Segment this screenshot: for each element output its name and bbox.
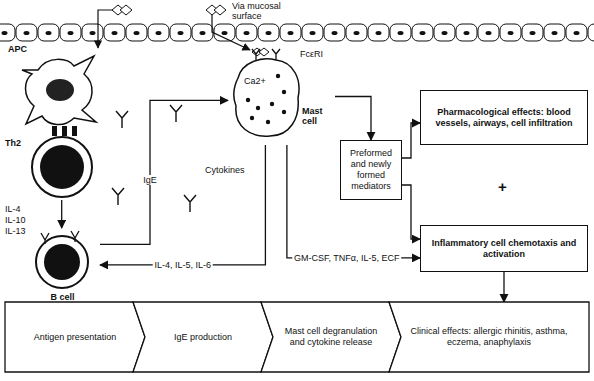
th2-cell: Th2 xyxy=(5,132,95,200)
process-box: Pharmacological effects: blood vessels, … xyxy=(420,90,588,145)
box-label: Inflammatory cell chemotaxis and activat… xyxy=(425,238,583,260)
edge-label: IL-4, IL-5, IL-6 xyxy=(152,260,213,270)
process-box: Inflammatory cell chemotaxis and activat… xyxy=(420,225,588,272)
stage-chevron: Antigen presentation xyxy=(5,302,145,372)
plus-sign: + xyxy=(498,178,507,195)
text-wrapper: Clinical effects: allergic rhinitis, ast… xyxy=(389,324,589,350)
cell-label: APC xyxy=(8,44,27,54)
connector-arrow xyxy=(402,123,420,158)
antigen-presenting-cell-drawing xyxy=(8,44,100,130)
cytokine-label: IL-10 xyxy=(5,215,26,225)
cytokine-label: IL-4 xyxy=(5,204,21,214)
b-cell: B cell xyxy=(25,228,100,310)
connector-arrow xyxy=(402,185,420,239)
text-wrapper: Inflammatory cell chemotaxis and activat… xyxy=(421,236,587,262)
epithelium xyxy=(0,24,594,41)
stage-label: Antigen presentation xyxy=(34,332,117,343)
box-label: Pharmacological effects: blood vessels, … xyxy=(425,107,583,129)
mast-cell-drawing xyxy=(228,48,335,145)
text-wrapper: Preformed and newly formed mediators xyxy=(341,146,401,194)
stage-label: Clinical effects: allergic rhinitis, ast… xyxy=(407,326,571,348)
connector-arrow xyxy=(335,97,371,141)
cell-label: Mast cell xyxy=(302,106,334,126)
text-wrapper: IgE production xyxy=(156,330,250,345)
cell-label: Th2 xyxy=(5,138,21,148)
process-box: Preformed and newly formed mediators xyxy=(340,140,402,200)
connector-arrow xyxy=(61,200,62,228)
cytokine-label: IL-13 xyxy=(5,226,26,236)
chevron-shape xyxy=(389,302,589,372)
connector-arrow xyxy=(100,145,265,265)
cytokine-label: Cytokines xyxy=(205,165,245,175)
connector-arrow xyxy=(503,272,504,302)
entry-note: Via mucosal surface xyxy=(232,1,304,21)
chevron-shape xyxy=(5,302,145,372)
entry-arrow xyxy=(98,10,112,48)
cell-label: B cell xyxy=(25,292,100,302)
stage-chevron: Mast cell degranulation and cytokine rel… xyxy=(261,302,401,372)
antigen-presenting-cell: APC xyxy=(8,44,100,130)
stage-chevron: Clinical effects: allergic rhinitis, ast… xyxy=(389,302,589,372)
chevron-shape xyxy=(261,302,401,372)
stage-label: Mast cell degranulation and cytokine rel… xyxy=(279,326,383,348)
ion-label: Ca2+ xyxy=(244,76,266,86)
mast-cell: Mast cell xyxy=(228,48,335,145)
receptor-label: FcεRI xyxy=(300,49,323,59)
text-wrapper: Mast cell degranulation and cytokine rel… xyxy=(261,324,401,350)
receptor-contact xyxy=(52,126,77,136)
text-wrapper: Antigen presentation xyxy=(16,330,135,345)
edge-label: GM-CSF, TNFα, IL-5, ECF xyxy=(292,253,402,263)
edge-label: IgE xyxy=(141,175,159,185)
stage-chevron: IgE production xyxy=(133,302,273,372)
ige-molecule xyxy=(112,105,196,212)
text-wrapper: Pharmacological effects: blood vessels, … xyxy=(421,105,587,131)
stage-label: IgE production xyxy=(174,332,232,343)
chevron-shape xyxy=(133,302,273,372)
box-label: Preformed and newly formed mediators xyxy=(345,148,397,192)
